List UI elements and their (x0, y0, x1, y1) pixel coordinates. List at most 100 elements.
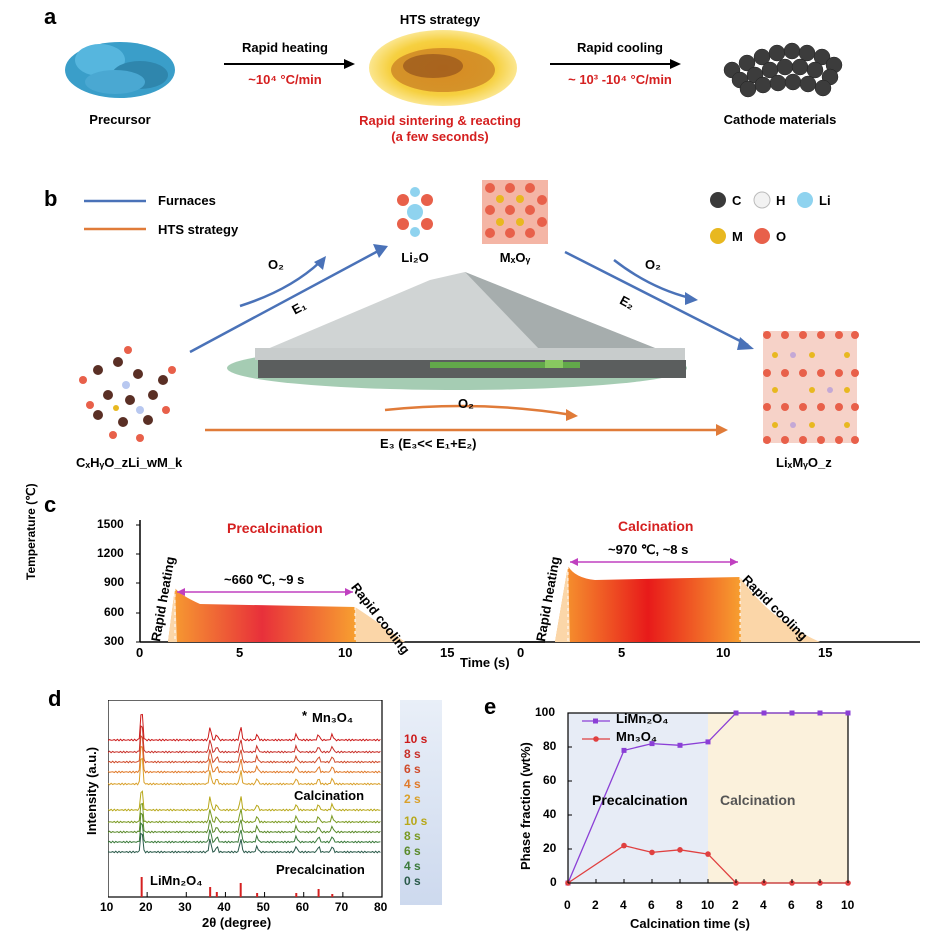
oxygen-atom-icon (754, 228, 770, 244)
e-xtick: 6 (788, 898, 795, 912)
xtick-right-5: 5 (618, 645, 626, 660)
xrd-trace (108, 790, 381, 812)
calcination-label: Calcination (294, 788, 365, 803)
d-xtick: 70 (334, 900, 349, 914)
metal-atom-icon (710, 228, 726, 244)
mn3o4-label: Mn₃O₄ (312, 710, 354, 725)
panel-label-a: a (44, 4, 57, 29)
c-xlabel: Time (s) (460, 655, 510, 670)
calc-time-label: 10 s (404, 732, 428, 746)
data-point (705, 739, 711, 745)
data-point (621, 747, 627, 753)
xrd-trace (108, 822, 381, 844)
legend-furnaces: Furnaces (158, 193, 216, 208)
series-line (567, 712, 848, 884)
legend-hts: HTS strategy (158, 222, 239, 237)
hts-sub1: Rapid sintering & reacting (359, 113, 521, 128)
e-xtick: 10 (701, 898, 715, 912)
xtick-right-10: 10 (716, 645, 731, 660)
atom-c-label: C (732, 193, 742, 208)
arrow-right-icon (550, 59, 681, 69)
panel-label-d: d (48, 686, 62, 711)
arrow-right-icon (224, 59, 355, 69)
hts-title: HTS strategy (399, 12, 481, 27)
xtick-right-15: 15 (818, 645, 833, 660)
precalc-region (568, 713, 708, 883)
e-precalc-region-label: Precalcination (592, 792, 688, 808)
phase-fraction-chart (565, 710, 851, 886)
d-xtick: 80 (374, 900, 388, 914)
limn2o4-ref-label: LiMn₂O₄ (150, 873, 203, 888)
d-ylabel: Intensity (a.u.) (84, 746, 99, 835)
ytick-1500: 1500 (97, 517, 124, 531)
lithium-atom-icon (797, 192, 813, 208)
mxoy-crystal-image (482, 180, 548, 244)
series-line (567, 844, 848, 884)
ytick-600: 600 (104, 605, 125, 619)
e-xtick: 6 (648, 898, 655, 912)
o2-right-label: O₂ (645, 257, 661, 272)
data-point (649, 741, 655, 747)
d-xtick: 20 (139, 900, 153, 914)
precalc-time-label: 4 s (404, 859, 421, 873)
cathode-particles-image (723, 42, 843, 98)
panel-label-c: c (44, 492, 57, 517)
e-xtick: 8 (676, 898, 683, 912)
calcination-title: Calcination (618, 518, 694, 534)
xrd-trace (108, 734, 381, 764)
xtick-left-15: 15 (440, 645, 455, 660)
xrd-trace (108, 713, 381, 742)
data-point (845, 710, 851, 716)
xrd-trace (108, 812, 381, 834)
ytick-300: 300 (104, 634, 125, 648)
calc-time-label: 2 s (404, 792, 421, 806)
furnace-arrow-1 (189, 248, 381, 354)
panel-label-b: b (44, 186, 58, 211)
precalc-time-label: 10 s (404, 814, 428, 828)
atom-m-label: M (732, 229, 743, 244)
time-legend-panel (400, 700, 442, 905)
xtick-left-5: 5 (236, 645, 244, 660)
e-xtick: 8 (816, 898, 823, 912)
panel-label-e: e (484, 694, 497, 719)
energy-scheme (189, 244, 754, 436)
hts-sub2: (a few seconds) (391, 129, 489, 144)
precalc-time-label: 0 s (404, 874, 421, 888)
e-xtick: 10 (841, 898, 855, 912)
ytick-1200: 1200 (97, 546, 124, 560)
e-xlabel: Calcination time (s) (630, 916, 750, 931)
atom-h-label: H (776, 193, 786, 208)
e-ylabel: Phase fraction (wt%) (518, 742, 533, 870)
data-point (817, 710, 823, 716)
hydrogen-atom-icon (753, 191, 771, 209)
o2-left-label: O₂ (268, 257, 284, 272)
data-point (761, 710, 767, 716)
reactant-molecule-image (79, 346, 176, 442)
calc-time-label: 4 s (404, 777, 421, 791)
e-xtick: 2 (732, 898, 739, 912)
xrd-trace (108, 725, 381, 754)
e-ytick: 0 (550, 875, 557, 889)
xtick-right-0: 0 (517, 645, 525, 660)
li2o-molecule-image (397, 187, 433, 237)
legend-lines (84, 199, 146, 231)
xrd-trace (108, 802, 381, 824)
e-ytick: 60 (543, 773, 557, 787)
e-ytick: 40 (543, 807, 557, 821)
e-ytick: 20 (543, 841, 557, 855)
precalc-time-label: 8 s (404, 829, 421, 843)
mn3o4-star: * (302, 708, 308, 723)
data-point (677, 742, 683, 748)
xtick-left-10: 10 (338, 645, 353, 660)
rapid-cooling-label: Rapid cooling (577, 40, 663, 55)
e-xtick: 2 (592, 898, 599, 912)
precalc-plateau-label: ~660 ℃, ~9 s (224, 572, 305, 587)
precalc-time-label: 6 s (404, 844, 421, 858)
e3-label: E₃ (E₃<< E₁+E₂) (380, 436, 477, 451)
precalcination-title: Precalcination (227, 520, 323, 536)
carbon-atom-icon (710, 192, 726, 208)
cooling-rate: ~ 10³ -10⁴ °C/min (568, 72, 672, 87)
product-label: LiₓMᵧO_z (776, 455, 832, 470)
xrd-trace (108, 745, 381, 774)
atom-li-label: Li (819, 193, 831, 208)
